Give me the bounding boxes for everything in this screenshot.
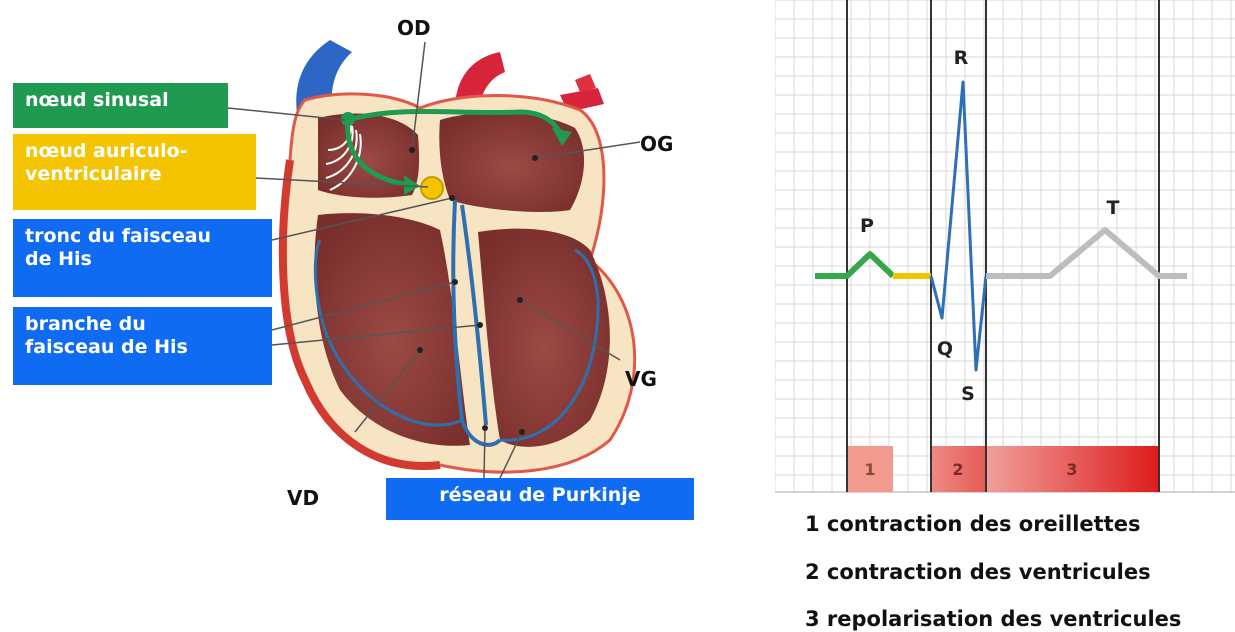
- vg-label: VG: [625, 367, 657, 391]
- av-node: [420, 176, 444, 200]
- left-ventricle: [478, 228, 610, 447]
- right-ventricle: [314, 213, 470, 446]
- heart-diagram: [227, 40, 641, 479]
- sinus-node-waves: [325, 121, 362, 191]
- phase-label-1: 1: [864, 460, 875, 479]
- baseline-green: [815, 251, 896, 279]
- phase-bar-2: [931, 446, 986, 492]
- his-trunk-text-1: tronc du faisceau: [25, 225, 212, 247]
- phase-bar-1: [847, 446, 893, 492]
- legend-item-3: 3 repolarisation des ventricules: [805, 607, 1182, 631]
- his-branch-label: branche du faisceau de His: [13, 307, 272, 385]
- right-atrium: [318, 113, 420, 198]
- legend-item-2: 2 contraction des ventricules: [805, 560, 1151, 584]
- phase-label-3: 3: [1066, 460, 1077, 479]
- t-wave-label: T: [1107, 197, 1120, 219]
- purkinje-label: réseau de Purkinje: [386, 478, 694, 520]
- his-trunk-text-2: de His: [25, 248, 92, 270]
- legend-item-1: 1 contraction des oreillettes: [805, 512, 1141, 536]
- s-wave-label: S: [961, 383, 975, 405]
- purkinje-text: réseau de Purkinje: [439, 484, 641, 506]
- his-trunk-label: tronc du faisceau de His: [13, 219, 272, 297]
- r-wave-label: R: [954, 47, 969, 69]
- his-branch-text-1: branche du: [25, 313, 146, 335]
- qrs-complex: [929, 80, 988, 372]
- phase-bar-3: [986, 446, 1159, 492]
- sinus-node-label: nœud sinusal: [13, 83, 228, 128]
- pointer-lines: [227, 41, 641, 479]
- left-atrium: [439, 112, 585, 212]
- q-wave-label: Q: [937, 338, 953, 360]
- av-node-label: nœud auriculo- ventriculaire: [13, 134, 256, 210]
- his-branch-text-2: faisceau de His: [25, 336, 188, 358]
- phase-dividers: [846, 0, 1160, 492]
- od-label: OD: [397, 16, 431, 40]
- av-node-text-1: nœud auriculo-: [25, 140, 188, 162]
- sinus-node: [341, 112, 355, 126]
- av-node-text-2: ventriculaire: [25, 163, 162, 185]
- p-wave-label: P: [860, 215, 874, 237]
- t-wave: [986, 227, 1187, 279]
- phase-label-2: 2: [952, 460, 963, 479]
- sinus-node-text: nœud sinusal: [25, 89, 169, 111]
- vd-label: VD: [287, 486, 320, 510]
- og-label: OG: [640, 132, 674, 156]
- ecg-diagram: 1 2 3 P Q R S T: [775, 0, 1235, 495]
